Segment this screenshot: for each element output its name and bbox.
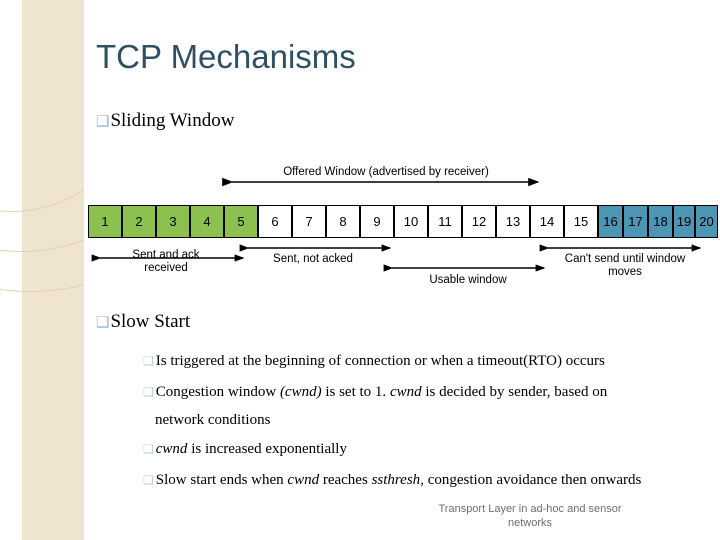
seq-box-1: 1: [88, 205, 122, 238]
bullet-slow-start-label: Slow Start: [110, 311, 191, 332]
seq-box-6: 6: [258, 205, 292, 238]
seq-box-16: 16: [598, 205, 623, 238]
bullet-square-icon: ❑: [96, 314, 110, 331]
seq-box-2: 2: [122, 205, 156, 238]
bullet-slow-start: ❑Slow Start: [96, 311, 190, 333]
bullet-square-icon: ❑: [143, 385, 154, 399]
slow-start-point-1: ❑Is triggered at the beginning of connec…: [143, 353, 605, 370]
slow-start-point-3: ❑cwnd is increased exponentially: [143, 441, 347, 458]
seq-box-10: 10: [394, 205, 428, 238]
seq-box-8: 8: [326, 205, 360, 238]
sent-and-ack-received-label: Sent and ack received: [132, 249, 200, 274]
bullet-sliding-window: ❑Sliding Window: [96, 110, 234, 132]
cant-send-label: Can't send until window moves: [564, 253, 686, 278]
seq-box-13: 13: [496, 205, 530, 238]
footer-note: Transport Layer in ad-hoc and sensor net…: [400, 502, 660, 530]
sent-not-acked-label: Sent, not acked: [273, 253, 353, 265]
seq-box-7: 7: [292, 205, 326, 238]
decorative-arc-2: [0, 0, 84, 292]
page-title: TCP Mechanisms: [96, 38, 356, 75]
bullet-sliding-window-label: Sliding Window: [110, 110, 235, 131]
offered-window-label: Offered Window (advertised by receiver): [283, 166, 489, 178]
left-decorative-band: [0, 0, 84, 540]
seq-box-3: 3: [156, 205, 190, 238]
seq-box-15: 15: [564, 205, 598, 238]
slow-start-point-2: ❑Congestion window (cwnd) is set to 1. c…: [143, 384, 607, 401]
slow-start-point-4-label: Slow start ends when cwnd reaches ssthre…: [155, 472, 642, 488]
seq-box-17: 17: [623, 205, 648, 238]
seq-box-12: 12: [462, 205, 496, 238]
bullet-square-icon: ❑: [96, 113, 110, 130]
seq-box-4: 4: [190, 205, 224, 238]
seq-box-20: 20: [695, 205, 718, 238]
slow-start-point-2-continuation: network conditions: [155, 412, 271, 428]
slow-start-point-1-label: Is triggered at the beginning of connect…: [155, 353, 605, 369]
bullet-square-icon: ❑: [143, 473, 154, 487]
slow-start-point-4: ❑Slow start ends when cwnd reaches ssthr…: [143, 472, 641, 489]
seq-box-14: 14: [530, 205, 564, 238]
bullet-square-icon: ❑: [143, 442, 154, 456]
seq-box-5: 5: [224, 205, 258, 238]
usable-window-label: Usable window: [429, 274, 507, 286]
seq-box-11: 11: [428, 205, 462, 238]
slow-start-point-3-label: cwnd is increased exponentially: [155, 441, 347, 457]
footer-line-2: networks: [507, 517, 553, 529]
seq-box-19: 19: [673, 205, 695, 238]
slow-start-point-2-label: Congestion window (cwnd) is set to 1. cw…: [155, 384, 608, 400]
seq-box-18: 18: [648, 205, 673, 238]
seq-box-9: 9: [360, 205, 394, 238]
bullet-square-icon: ❑: [143, 354, 154, 368]
footer-line-1: Transport Layer in ad-hoc and sensor: [438, 503, 622, 515]
